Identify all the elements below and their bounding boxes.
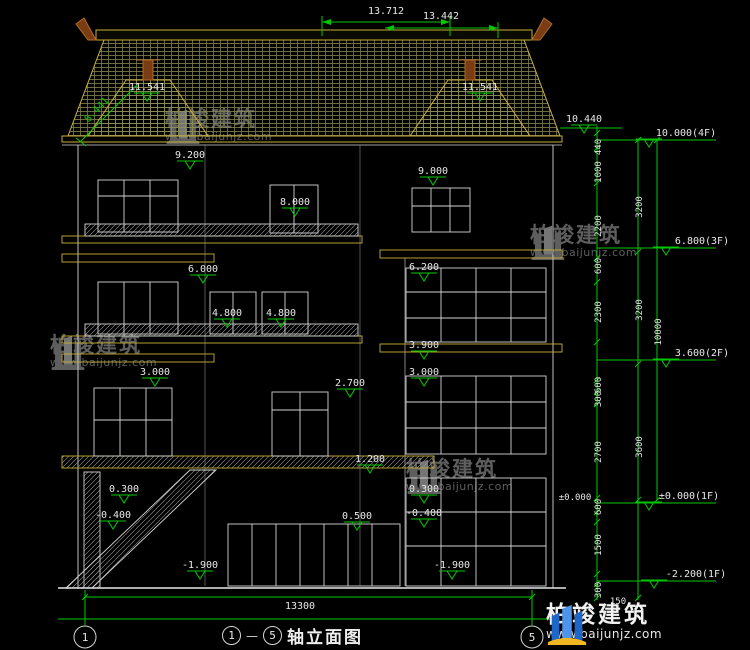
drawing-label: 9.000 bbox=[418, 166, 448, 177]
elevation-marker bbox=[411, 272, 437, 282]
drawing-label: -2.200(1F) bbox=[666, 569, 726, 580]
title-text: 轴立面图 bbox=[287, 628, 363, 648]
elevation-marker bbox=[411, 377, 437, 387]
drawing-label: 600 bbox=[594, 258, 604, 274]
windows-4f bbox=[97, 179, 471, 234]
elevation-marker bbox=[411, 350, 437, 360]
drawing-label: 3200 bbox=[635, 196, 645, 218]
drawing-label: 13.442 bbox=[423, 11, 459, 22]
elevation-marker bbox=[439, 570, 465, 580]
drawing-label: 300 bbox=[594, 391, 604, 407]
drawing-label: 300 bbox=[594, 582, 604, 598]
drawing-label: 2.700 bbox=[335, 378, 365, 389]
drawing-label: 150 bbox=[610, 597, 626, 607]
elevation-marker bbox=[282, 207, 308, 217]
watermark-name: 柏竣建筑 bbox=[50, 333, 142, 357]
drawing-label: 600 bbox=[594, 499, 604, 515]
drawing-label: 1.200 bbox=[355, 454, 385, 465]
drawing-label: 2300 bbox=[594, 301, 604, 323]
drawing-label: 11.541 bbox=[462, 82, 498, 93]
drawing-label: ±0.000 bbox=[559, 493, 592, 503]
title-axis-start-bubble: 1 bbox=[222, 626, 241, 645]
drawing-label: 4.800 bbox=[266, 308, 296, 319]
drawing-title: 1 — 5 轴立面图 bbox=[222, 623, 363, 650]
drawing-label: -0.400 bbox=[95, 510, 131, 521]
drawing-label: 3.900 bbox=[409, 340, 439, 351]
elevation-marker bbox=[100, 520, 126, 530]
drawing-label: 10.440 bbox=[566, 114, 602, 125]
elevation-marker bbox=[190, 274, 216, 284]
windows-3f bbox=[97, 267, 547, 343]
drawing-label: 440 bbox=[594, 139, 604, 155]
elevation-marker bbox=[571, 124, 597, 134]
building-facade bbox=[58, 145, 566, 589]
elevation-marker bbox=[636, 501, 662, 511]
drawing-label: 0.300 bbox=[409, 484, 439, 495]
elevation-marker bbox=[641, 579, 667, 589]
drawing-label: 3200 bbox=[635, 299, 645, 321]
elevation-marker bbox=[142, 377, 168, 387]
drawing-label: 10000 bbox=[654, 318, 664, 345]
drawing-label: 1500 bbox=[594, 534, 604, 556]
elevation-marker bbox=[636, 138, 662, 148]
axis-bubbles bbox=[73, 625, 544, 649]
drawing-label: 3.000 bbox=[409, 367, 439, 378]
drawing-label: 3.600(2F) bbox=[675, 348, 729, 359]
drawing-label: 1 bbox=[82, 631, 89, 644]
drawing-label: 2700 bbox=[594, 441, 604, 463]
drawing-label: 0.300 bbox=[109, 484, 139, 495]
drawing-label: 13.712 bbox=[368, 6, 404, 17]
drawing-label: 10.000(4F) bbox=[656, 128, 716, 139]
elevation-marker bbox=[653, 246, 679, 256]
elevation-marker bbox=[344, 521, 370, 531]
drawing-label: 600 bbox=[594, 377, 604, 393]
drawing-label: 0.500 bbox=[342, 511, 372, 522]
drawing-label: -0.400 bbox=[406, 508, 442, 519]
elevation-marker bbox=[467, 92, 493, 102]
drawing-label: -1.900 bbox=[434, 560, 470, 571]
drawing-label: 9.200 bbox=[175, 150, 205, 161]
drawing-label: 8.000 bbox=[280, 197, 310, 208]
drawing-label: 6.800(3F) bbox=[675, 236, 729, 247]
title-dash: — bbox=[246, 628, 258, 643]
elevation-marker bbox=[268, 318, 294, 328]
elevation-marker bbox=[411, 518, 437, 528]
brand-watermark: 柏竣建筑 www.baijunjz.com bbox=[546, 603, 662, 645]
brand-logo-icon bbox=[51, 335, 85, 370]
drawing-label: 4.800 bbox=[212, 308, 242, 319]
drawing-label: 3.000 bbox=[140, 367, 170, 378]
elevation-marker bbox=[653, 358, 679, 368]
drawing-label: 2200 bbox=[594, 215, 604, 237]
drawing-label: 3600 bbox=[635, 436, 645, 458]
drawing-label: -1.900 bbox=[182, 560, 218, 571]
roof bbox=[61, 17, 563, 146]
drawing-label: 5 bbox=[529, 631, 536, 644]
windows-2f bbox=[93, 375, 547, 457]
dimension-lines bbox=[58, 16, 716, 625]
elevation-marker bbox=[420, 176, 446, 186]
elevation-marker bbox=[357, 464, 383, 474]
dim-ticks bbox=[593, 129, 661, 602]
drawing-label: 6.200 bbox=[409, 262, 439, 273]
elevation-marker bbox=[111, 494, 137, 504]
watermark: 柏竣建筑 www.baijunjz.com bbox=[50, 333, 157, 370]
elevation-marker bbox=[411, 494, 437, 504]
brand-logo-icon bbox=[547, 604, 587, 645]
drawing-label: 1000 bbox=[594, 161, 604, 183]
drawing-label: 13300 bbox=[285, 601, 315, 612]
title-axis-end-bubble: 5 bbox=[263, 626, 282, 645]
elevation-marker bbox=[214, 318, 240, 328]
elevation-marker bbox=[337, 388, 363, 398]
elevation-marker bbox=[177, 160, 203, 170]
drawing-label: ±0.000(1F) bbox=[659, 491, 719, 502]
drawing-label: 6.000 bbox=[188, 264, 218, 275]
elevation-marker bbox=[187, 570, 213, 580]
elevation-marker bbox=[134, 92, 160, 102]
drawing-label: 11.541 bbox=[129, 82, 165, 93]
